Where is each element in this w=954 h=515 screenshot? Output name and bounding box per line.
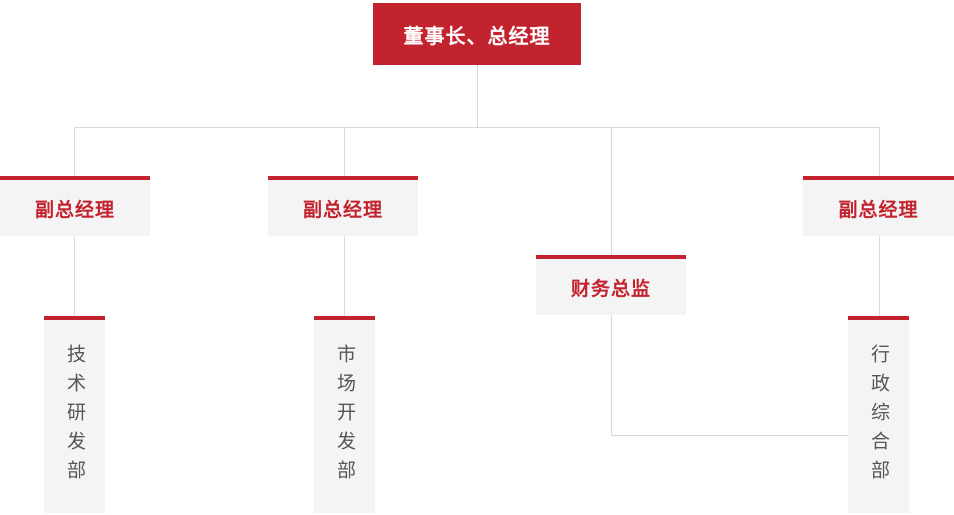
- node-tech-rd-department-label: 技术研发部: [64, 344, 85, 489]
- connector-deputy1-to-tech-rd: [74, 236, 75, 316]
- connector-trunk: [74, 127, 880, 128]
- connector-root-drop: [477, 65, 478, 127]
- connector-drop-deputy-gm-2: [344, 127, 345, 176]
- connector-drop-finance-director: [611, 127, 612, 255]
- node-admin-general-department-label: 行政综合部: [868, 344, 889, 489]
- node-admin-general-department: 行政综合部: [848, 316, 909, 513]
- node-deputy-general-manager-3: 副总经理: [803, 176, 954, 236]
- node-tech-rd-department: 技术研发部: [44, 316, 105, 513]
- node-market-dev-department: 市场开发部: [314, 316, 375, 513]
- connector-deputy3-to-admin: [879, 236, 880, 316]
- node-chairman-general-manager-label: 董事长、总经理: [403, 25, 551, 48]
- connector-drop-deputy-gm-1: [74, 127, 75, 176]
- node-deputy-general-manager-2: 副总经理: [268, 176, 418, 236]
- node-market-dev-department-label: 市场开发部: [334, 344, 355, 489]
- node-deputy-general-manager-1-label: 副总经理: [34, 199, 115, 221]
- node-finance-director-label: 财务总监: [570, 278, 651, 300]
- connector-deputy2-to-market-dev: [344, 236, 345, 316]
- connector-finance-to-admin: [611, 435, 849, 436]
- connector-drop-deputy-gm-3: [879, 127, 880, 176]
- node-finance-director: 财务总监: [536, 255, 686, 315]
- node-chairman-general-manager: 董事长、总经理: [373, 3, 581, 65]
- node-deputy-general-manager-1: 副总经理: [0, 176, 150, 236]
- node-deputy-general-manager-3-label: 副总经理: [838, 199, 919, 221]
- node-deputy-general-manager-2-label: 副总经理: [302, 199, 383, 221]
- connector-finance-down: [611, 315, 612, 435]
